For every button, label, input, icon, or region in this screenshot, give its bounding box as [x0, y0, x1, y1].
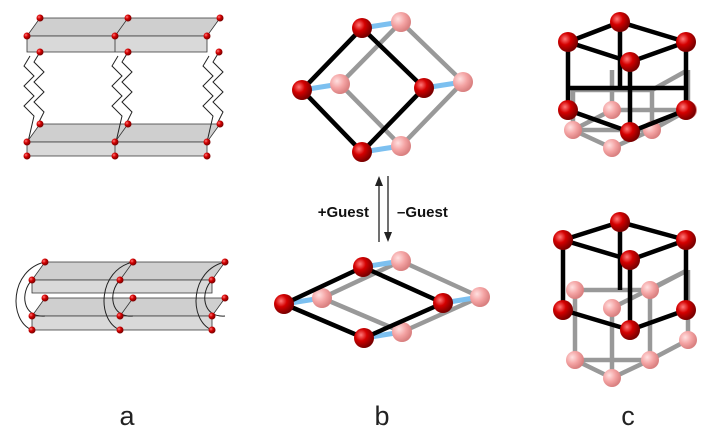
panel-label-a: a — [119, 401, 135, 431]
panel-a-bottom-framework — [15, 258, 229, 334]
panel-c-open-cage — [558, 12, 697, 157]
guest-remove-label: –Guest — [397, 204, 448, 221]
panel-b-switch-arrows — [375, 176, 392, 242]
panel-b-open-rhombus — [292, 12, 473, 162]
panel-label-b: b — [374, 401, 389, 431]
panel-c-collapsed-cage — [553, 212, 697, 387]
guest-add-label: +Guest — [318, 204, 369, 221]
panel-label-c: c — [621, 401, 635, 431]
panel-b-collapsed-rhombus — [274, 251, 490, 348]
panel-a-top-framework — [23, 14, 224, 160]
